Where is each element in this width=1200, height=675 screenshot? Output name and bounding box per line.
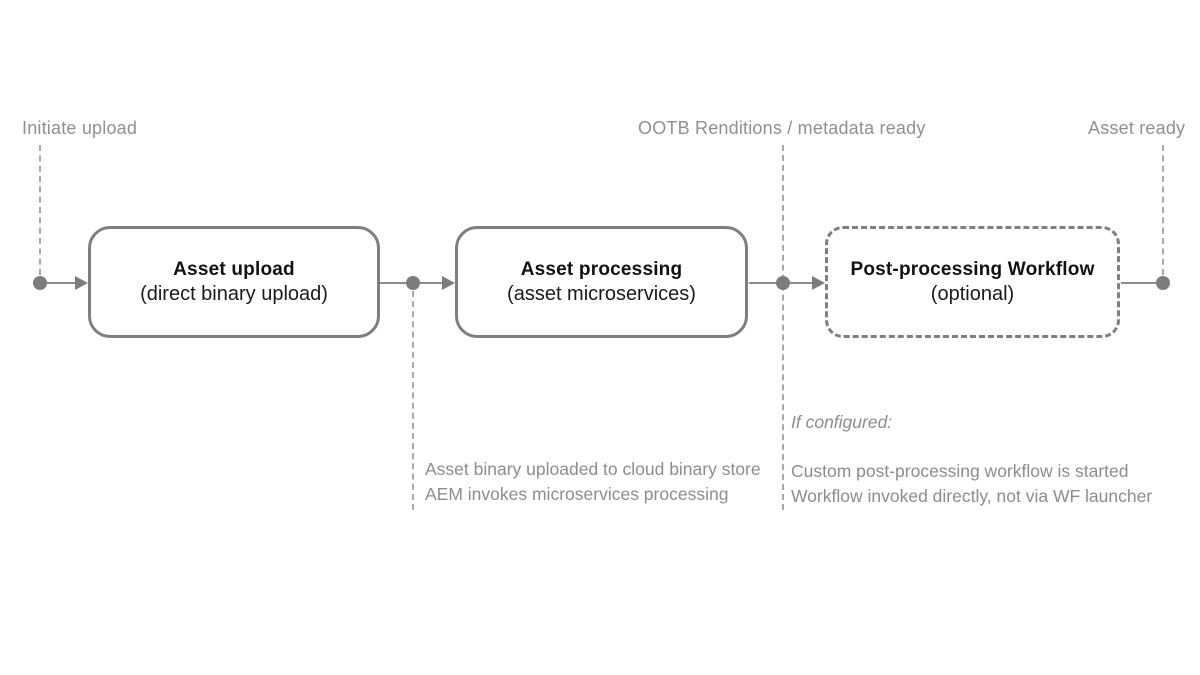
step-subtitle: (optional) (930, 282, 1015, 305)
note-line: Custom post-processing workflow is start… (791, 461, 1129, 481)
milestone-dot-renditions-ready (776, 276, 790, 290)
step-asset-processing: Asset processing (asset microservices) (455, 226, 748, 338)
timeline-label-renditions-metadata-ready: OOTB Renditions / metadata ready (638, 118, 926, 138)
dashed-line-asset-ready (1162, 145, 1164, 275)
timeline-label-asset-ready: Asset ready (1088, 118, 1186, 138)
step-subtitle: (direct binary upload) (140, 282, 328, 305)
note-line: Asset binary uploaded to cloud binary st… (425, 459, 761, 479)
connector-line-start-to-upload (40, 282, 77, 284)
arrowhead-icon (812, 276, 825, 290)
arrowhead-icon (442, 276, 455, 290)
dashed-line-upload-complete (412, 291, 414, 510)
milestone-dot-initiate (33, 276, 47, 290)
note-if-configured: If configured: (791, 412, 893, 432)
step-asset-upload: Asset upload (direct binary upload) (88, 226, 380, 338)
step-post-processing-workflow: Post-processing Workflow (optional) (825, 226, 1120, 338)
note-processing-details: Asset binary uploaded to cloud binary st… (425, 457, 761, 507)
note-line: AEM invokes microservices processing (425, 484, 729, 504)
milestone-dot-asset-ready (1156, 276, 1170, 290)
step-subtitle: (asset microservices) (507, 282, 696, 305)
note-line: Workflow invoked directly, not via WF la… (791, 486, 1153, 506)
dashed-line-initiate-upload (39, 145, 41, 275)
arrowhead-icon (75, 276, 88, 290)
milestone-dot-upload-complete (406, 276, 420, 290)
connector-line-workflow-to-ready (1121, 282, 1163, 284)
step-title: Asset processing (520, 258, 683, 280)
step-title: Post-processing Workflow (850, 258, 1095, 280)
timeline-label-initiate-upload: Initiate upload (22, 118, 138, 138)
note-workflow-details: Custom post-processing workflow is start… (791, 459, 1152, 509)
dashed-line-renditions-ready (782, 145, 784, 510)
step-title: Asset upload (173, 258, 295, 280)
